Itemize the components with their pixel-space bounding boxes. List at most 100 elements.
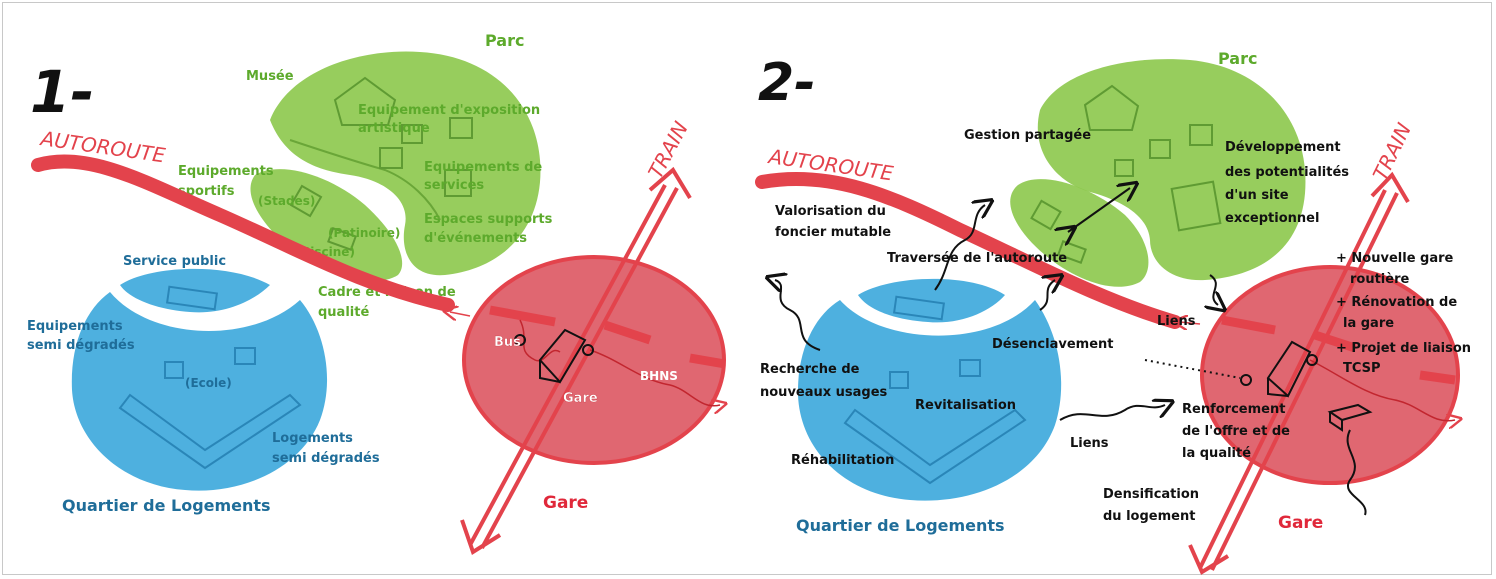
train-label-2: TRAIN bbox=[1368, 119, 1416, 184]
station-building-icon bbox=[514, 328, 594, 384]
label-desenclavement: Désenclavement bbox=[992, 337, 1113, 352]
shared-management-arrow bbox=[1068, 188, 1130, 232]
park-building-icon bbox=[289, 117, 473, 251]
housing-building-icon bbox=[118, 285, 302, 470]
bus-bar-3 bbox=[689, 353, 726, 369]
label-revitalisation: Revitalisation bbox=[915, 398, 1016, 413]
tcsp-link-line bbox=[1144, 359, 1241, 379]
label-stades: (Stades) bbox=[258, 194, 315, 208]
park-zone-2: Parc bbox=[1010, 49, 1306, 287]
label-renforcement-2: de l'offre et de bbox=[1182, 424, 1290, 439]
label-nouvelle-2: routière bbox=[1350, 272, 1409, 287]
label-musee: Musée bbox=[246, 69, 294, 84]
panel-2-number: 2- bbox=[758, 53, 816, 113]
label-expo-2: artistique bbox=[358, 121, 430, 136]
bus-bar-1 bbox=[489, 305, 556, 327]
label-quartier: Quartier de Logements bbox=[62, 496, 271, 515]
label-gestion: Gestion partagée bbox=[964, 128, 1091, 143]
train-rail-b bbox=[480, 187, 679, 549]
bhns-line bbox=[589, 349, 720, 406]
train-rail-a bbox=[468, 184, 667, 546]
squiggle-dev bbox=[1210, 274, 1218, 305]
label-traversee: Traversée de l'autoroute bbox=[887, 251, 1067, 266]
train-arrow-top-2 bbox=[1370, 171, 1410, 204]
label-dev-3: d'un site bbox=[1225, 188, 1289, 203]
squiggle-liens bbox=[1059, 405, 1165, 421]
label-espaces-1: Espaces supports bbox=[424, 212, 553, 227]
park-title-2: Parc bbox=[1218, 49, 1257, 68]
label-equip-1: Equipements bbox=[27, 319, 123, 334]
park-sport-blob bbox=[250, 169, 403, 281]
label-projet-1: + Projet de liaison bbox=[1336, 341, 1471, 356]
station-zone-2: TRAIN Gare bbox=[1144, 119, 1458, 575]
label-gare-2: Gare bbox=[1278, 513, 1323, 533]
label-cadre-2: qualité bbox=[318, 305, 369, 320]
label-densification-1: Densification bbox=[1103, 487, 1199, 502]
label-recherche-2: nouveaux usages bbox=[760, 385, 888, 400]
squiggle-desenclavement bbox=[1039, 280, 1055, 311]
label-nouvelle-1: + Nouvelle gare bbox=[1336, 251, 1454, 266]
panel-2: 2- Parc AUTOROUTE bbox=[755, 49, 1471, 575]
label-equip-2: semi dégradés bbox=[27, 338, 135, 353]
train-rail-2a bbox=[1198, 189, 1387, 569]
station-building-icon-2 bbox=[1240, 340, 1373, 516]
autoroute-road-2 bbox=[755, 172, 1182, 329]
train-arrow-top bbox=[648, 166, 692, 200]
label-ecole: (Ecole) bbox=[185, 376, 232, 390]
public-service-blob-2 bbox=[858, 278, 1005, 323]
label-services-1: Equipements de bbox=[424, 160, 542, 175]
label-gare-inner: Gare bbox=[563, 391, 598, 406]
label-quartier-2: Quartier de Logements bbox=[796, 516, 1005, 535]
station-zone: TRAIN Bus BHNS Gare Gare bbox=[460, 117, 726, 556]
label-valo-1: Valorisation du bbox=[775, 204, 886, 219]
label-dev-2: des potentialités bbox=[1225, 165, 1349, 180]
train-arrow-bottom bbox=[460, 519, 502, 556]
train-arrow-bottom-2 bbox=[1188, 544, 1230, 575]
autoroute-link-arrow bbox=[450, 312, 471, 316]
bus-bar-2b bbox=[1313, 330, 1357, 353]
housing-zone-2: Quartier de Logements bbox=[796, 278, 1062, 535]
bus-line bbox=[519, 319, 561, 362]
park-zone: Parc Musée Equipement d'exposition artis… bbox=[178, 31, 553, 320]
train-label: TRAIN bbox=[643, 117, 693, 182]
label-dev-4: exceptionnel bbox=[1225, 211, 1319, 226]
label-espaces-2: d'événements bbox=[424, 231, 527, 246]
label-rehabilitation: Réhabilitation bbox=[791, 453, 894, 468]
autoroute-link-arrow-2 bbox=[1180, 322, 1201, 324]
label-sportifs-1: Equipements bbox=[178, 164, 274, 179]
bus-bar-2c bbox=[1419, 370, 1456, 385]
label-liens-top: Liens bbox=[1157, 314, 1196, 329]
label-recherche-1: Recherche de bbox=[760, 362, 860, 377]
label-liens-mid: Liens bbox=[1070, 436, 1109, 451]
autoroute-road bbox=[31, 154, 455, 312]
panel-1-number: 1- bbox=[30, 58, 94, 126]
label-logements-1: Logements bbox=[272, 431, 353, 446]
label-patinoire: (Patinoire) bbox=[328, 226, 400, 240]
label-densification-2: du logement bbox=[1103, 509, 1195, 524]
label-bus: Bus bbox=[494, 335, 521, 350]
housing-building-icon-2 bbox=[843, 295, 1027, 485]
label-bhns: BHNS bbox=[640, 369, 678, 383]
station-blob bbox=[462, 255, 726, 465]
housing-zone: Service public Equipements semi dégradés… bbox=[27, 254, 380, 515]
squiggle-recherche bbox=[775, 280, 821, 351]
label-logements-2: semi dégradés bbox=[272, 451, 380, 466]
panel-1: 1- Parc Musée Equipement d'exposition ar… bbox=[27, 31, 726, 556]
label-service-public: Service public bbox=[123, 254, 226, 269]
train-rail-2b bbox=[1210, 192, 1399, 571]
label-renforcement-1: Renforcement bbox=[1182, 402, 1285, 417]
squiggle-traversee bbox=[934, 205, 985, 291]
label-services-2: services bbox=[424, 178, 484, 193]
label-gare-title: Gare bbox=[543, 493, 588, 513]
label-renovation-2: la gare bbox=[1343, 316, 1394, 331]
bus-bar-2 bbox=[603, 320, 652, 345]
label-renforcement-3: la qualité bbox=[1182, 446, 1251, 461]
park-path-line bbox=[289, 139, 441, 221]
park-main-blob-2 bbox=[1037, 59, 1306, 281]
bus-bar-2a bbox=[1221, 315, 1276, 335]
label-expo-1: Equipement d'exposition bbox=[358, 103, 540, 118]
museum-building-icon bbox=[333, 76, 397, 126]
park-title: Parc bbox=[485, 31, 524, 50]
